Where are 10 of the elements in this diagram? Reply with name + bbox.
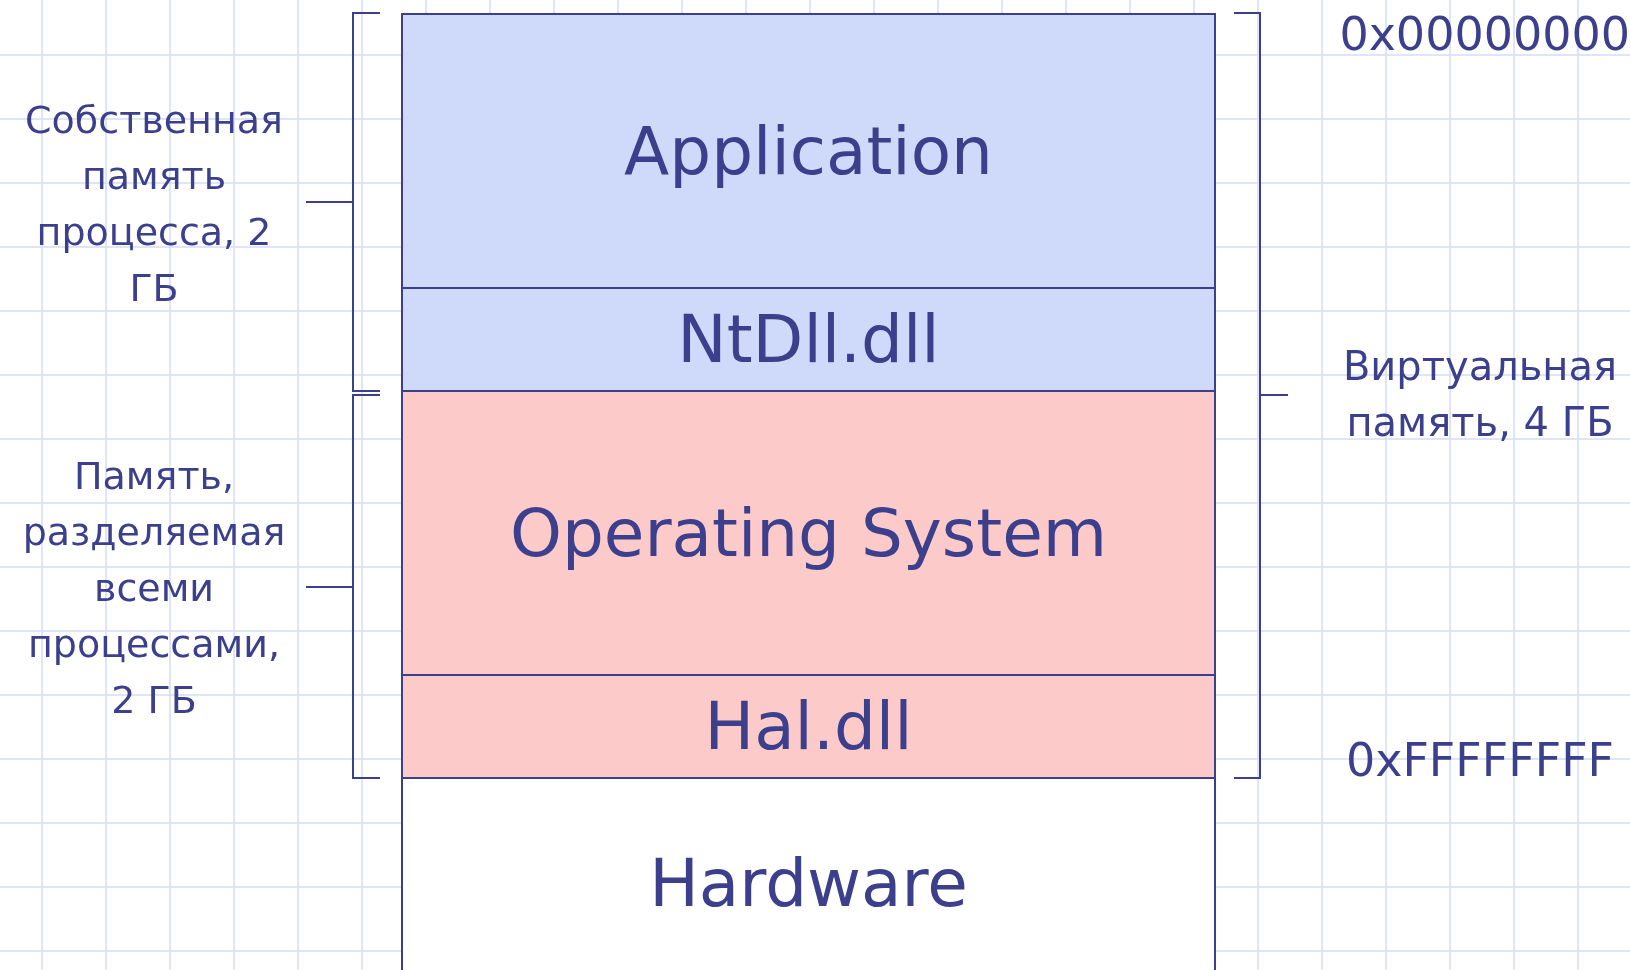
memory-label: Виртуальная память, 4 ГБ <box>1341 342 1619 447</box>
memory-label: Собственная память процесса, 2 ГБ <box>24 97 284 312</box>
memory-segment: Hardware <box>401 777 1216 970</box>
memory-label: Память, разделяемая всеми процессами, 2 ГБ <box>21 453 287 724</box>
address-label: 0x00000000 <box>1338 6 1630 62</box>
address-label: 0xFFFFFFFF <box>1344 732 1616 788</box>
memory-segment: Hal.dll <box>401 674 1216 779</box>
memory-segment: Operating System <box>401 390 1216 676</box>
memory-segment: NtDll.dll <box>401 287 1216 392</box>
memory-segment: Application <box>401 13 1216 290</box>
